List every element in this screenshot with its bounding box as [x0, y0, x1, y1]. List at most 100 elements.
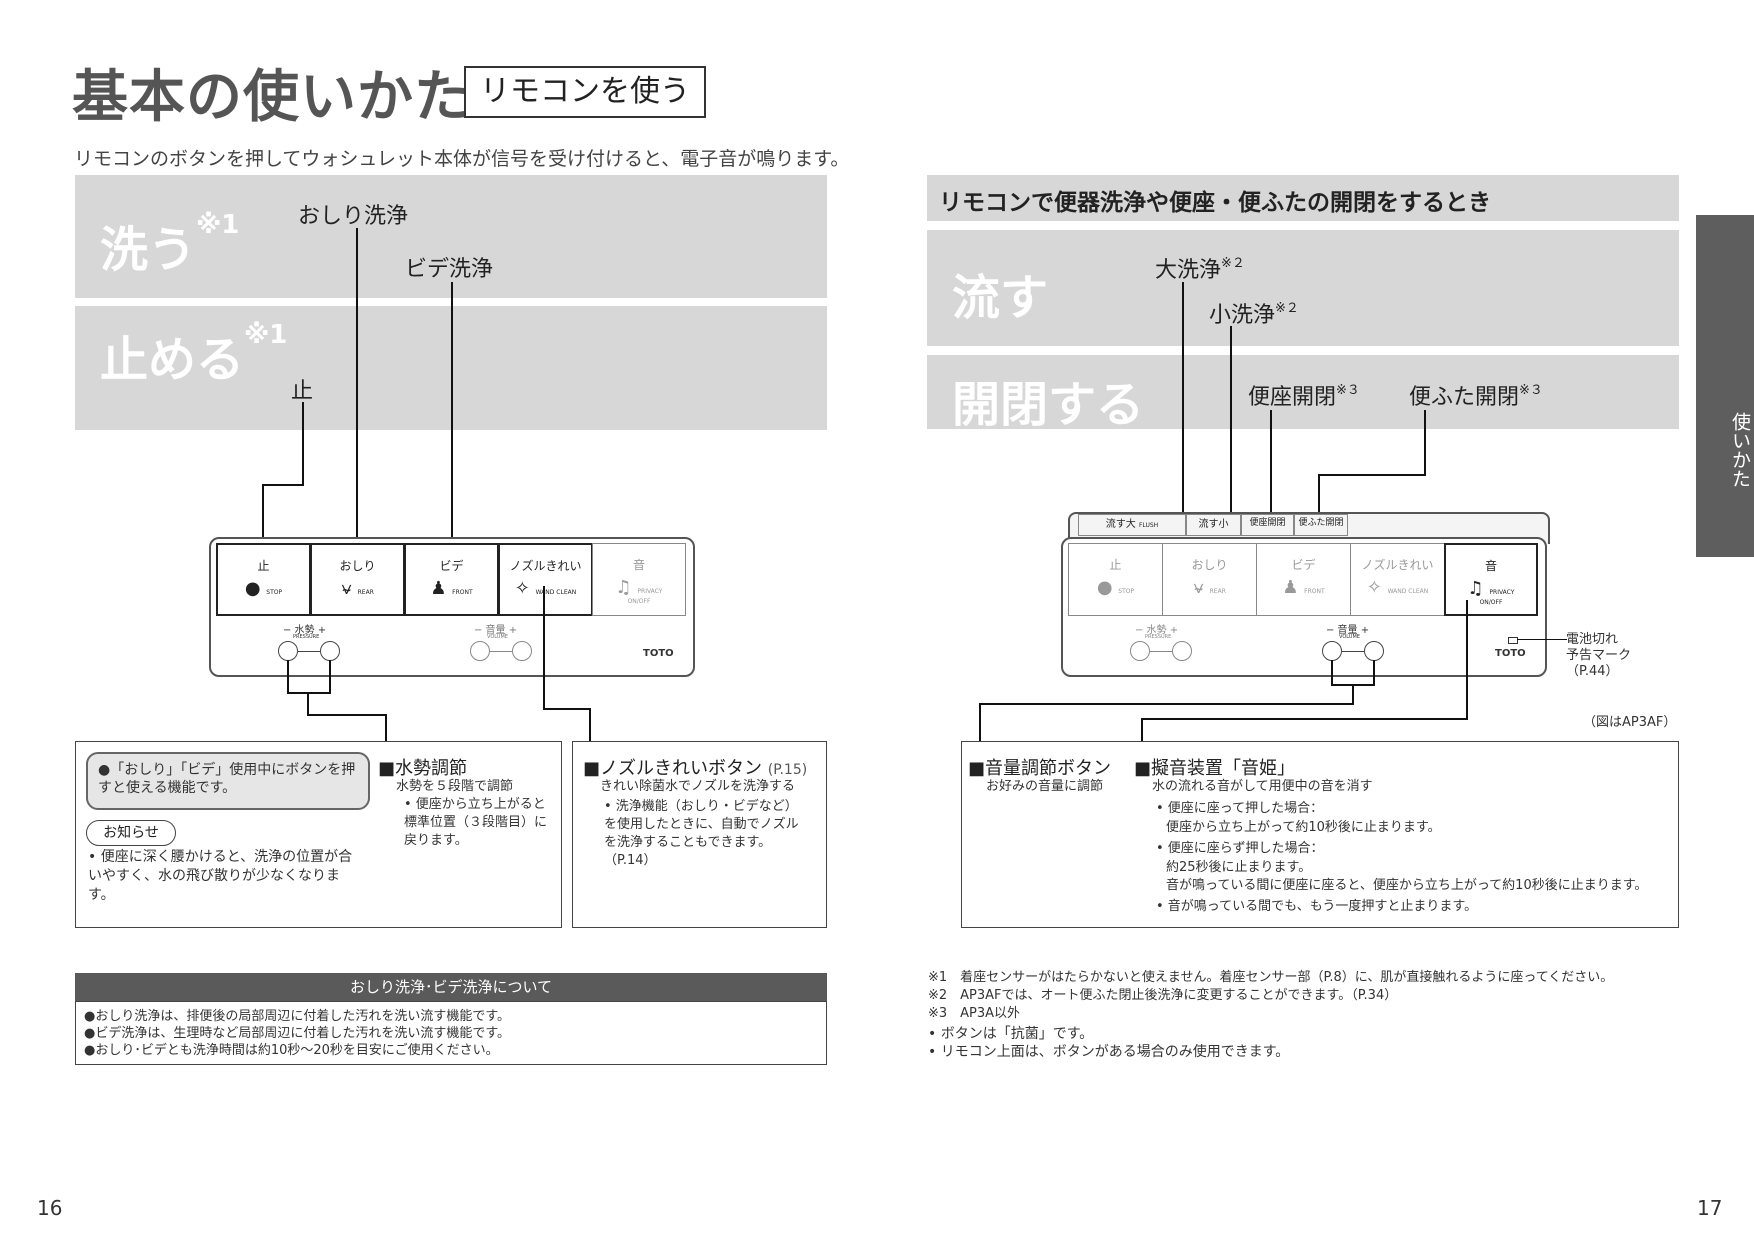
privacy-sub: PRIVACY — [637, 588, 663, 595]
wand-clean-button[interactable]: ノズルきれい ✧ WAND CLEAN — [498, 543, 593, 616]
wand-clean-icon-right: ✧ WAND CLEAN — [1366, 577, 1429, 598]
wand-lead-a — [543, 586, 545, 710]
wand-clean-button-right[interactable]: ノズルきれい ✧ WAND CLEAN — [1350, 543, 1445, 616]
leader-lid-h — [1318, 474, 1426, 476]
large-flush-button-label: 流す大 — [1105, 519, 1136, 530]
chapter-side-tab-label: 使いかた — [1729, 412, 1751, 488]
lid-open-text: 便ふた開閉 — [1409, 385, 1520, 410]
chapter-side-tab[interactable]: 使いかた — [1696, 215, 1754, 557]
seat-open-mark: ※３ — [1336, 383, 1360, 398]
front-spray-icon: ♟ FRONT — [430, 578, 473, 599]
rear-wash-button[interactable]: おしり ⍱ REAR — [310, 543, 405, 616]
front-spray-icon-right: ♟ FRONT — [1282, 577, 1325, 598]
pressure-minus-right[interactable] — [1130, 641, 1150, 661]
pressure-connector — [298, 651, 320, 652]
large-flush-mark: ※２ — [1221, 256, 1245, 271]
wash-mark: ※1 — [196, 210, 240, 240]
privacy-label-right: 音 — [1484, 559, 1497, 573]
pressure-plus-button[interactable] — [320, 641, 340, 661]
leader-oshiri — [356, 228, 358, 543]
wand-clean-icon: ✧ WAND CLEAN — [514, 578, 577, 599]
privacy-label: 音 — [632, 558, 645, 572]
pressure-en: PRESSURE — [293, 634, 320, 640]
open-close-word: 開閉する — [952, 377, 1145, 433]
brand-logo-right: TOTO — [1495, 648, 1526, 659]
front-wash-button-right[interactable]: ビデ ♟ FRONT — [1256, 543, 1351, 616]
front-button-sub: FRONT — [452, 589, 473, 596]
volume-heading: ■音量調節ボタン — [968, 758, 1112, 779]
right-section-header: リモコンで便器洗浄や便座・便ふたの開閉をするとき — [927, 175, 1679, 221]
stop-button-label: 止 — [257, 559, 270, 573]
leader-stop-v2 — [262, 484, 264, 543]
volume-minus-button[interactable] — [470, 641, 490, 661]
volume-plus-button[interactable] — [512, 641, 532, 661]
volume-plus-right[interactable] — [1364, 641, 1384, 661]
wand-ref[interactable]: (P.15) — [767, 762, 808, 778]
stop-label-right: 止 — [1109, 558, 1122, 572]
wand-heading: ■ノズルきれいボタン (P.15) — [583, 754, 807, 780]
leader-lid-v2 — [1318, 474, 1320, 514]
small-flush-button[interactable]: 流す小 — [1186, 514, 1241, 536]
rear-button-label: おしり — [339, 559, 376, 573]
wand-label-right: ノズルきれい — [1361, 558, 1434, 572]
privacy-line-2: 便座から立ち上がって約10秒後に止まります。 — [1166, 820, 1441, 835]
lid-open-button[interactable]: 便ふた開閉 — [1294, 514, 1348, 536]
wand-lead-b — [543, 708, 591, 710]
stop-button-right[interactable]: 止 ● STOP — [1068, 543, 1163, 616]
about-line-1: ●おしり洗浄は、排便後の局部周辺に付着した汚れを洗い流す機能です。 — [84, 1009, 511, 1024]
bidet-wash-label: ビデ洗浄 — [405, 257, 494, 282]
pressure-lead-a — [287, 660, 289, 694]
small-flush-label: 小洗浄※２ — [1209, 297, 1299, 329]
leader-lid-v1 — [1424, 410, 1426, 476]
figure-note: （図はAP3AF） — [1583, 715, 1677, 730]
privacy-sub-right: PRIVACY — [1489, 589, 1515, 596]
leader-stop-v1 — [302, 402, 304, 486]
function-note — [86, 752, 370, 810]
function-note-text: ●「おしり」「ビデ」使用中にボタンを押すと使える機能です。 — [98, 762, 356, 796]
rear-sub-right: REAR — [1209, 588, 1226, 595]
privacy-sub: 水の流れる音がして用便中の音を消す — [1152, 779, 1373, 794]
music-note-icon-right: ♫ PRIVACY — [1467, 578, 1515, 599]
pressure-plus-right[interactable] — [1172, 641, 1192, 661]
seat-open-button[interactable]: 便座開閉 — [1241, 514, 1294, 536]
pressure-minus-button[interactable] — [278, 641, 298, 661]
right-section-header-text: リモコンで便器洗浄や便座・便ふたの開閉をするとき — [939, 190, 1491, 216]
volume-label-right: − 音量 + — [1326, 625, 1370, 636]
leader-small — [1230, 326, 1232, 514]
about-box — [75, 1001, 827, 1065]
battery-text-1: 電池切れ — [1566, 632, 1619, 647]
volume-connector-right — [1342, 651, 1364, 652]
music-note-icon: ♫ PRIVACY — [615, 577, 663, 598]
volume-lead-c — [1352, 684, 1354, 705]
pressure-lead-b — [329, 660, 331, 694]
volume-lead-b — [1373, 660, 1375, 686]
wand-clean-sub: WAND CLEAN — [535, 589, 577, 596]
privacy-lead-b — [1141, 718, 1468, 720]
front-sub-right: FRONT — [1304, 588, 1325, 595]
leader-large — [1182, 282, 1184, 514]
stop-button[interactable]: 止 ● STOP — [216, 543, 311, 616]
brand-logo: TOTO — [643, 648, 674, 659]
lid-open-mark: ※３ — [1519, 383, 1543, 398]
large-flush-text: 大洗浄 — [1155, 258, 1222, 283]
wand-bullet: • 洗浄機能（おしり・ビデなど）を使用したときに、自動でノズルを洗浄することもで… — [604, 799, 799, 868]
footnote-1: ※1 着座センサーがはたらかないと使えません。着座センサー部（P.8）に、肌が直… — [928, 970, 1614, 985]
privacy-button-right[interactable]: 音 ♫ PRIVACY ON/OFF — [1444, 543, 1538, 616]
pressure-lead-h — [287, 692, 331, 694]
privacy-line-5: 音が鳴っている間に便座に座ると、便座から立ち上がって約10秒後に止まります。 — [1166, 878, 1648, 893]
volume-sub: お好みの音量に調節 — [986, 779, 1104, 794]
sound-info-box — [961, 741, 1679, 928]
volume-lead-d — [979, 703, 1354, 705]
volume-minus-right[interactable] — [1322, 641, 1342, 661]
rear-wash-button-right[interactable]: おしり ⍱ REAR — [1162, 543, 1257, 616]
stop-sub-right: STOP — [1118, 588, 1135, 595]
stop-label: 止 — [291, 379, 314, 404]
pressure-lead-d — [307, 714, 387, 716]
wash-band — [75, 175, 827, 298]
flush-band — [927, 230, 1679, 346]
intro-text: リモコンのボタンを押してウォシュレット本体が信号を受け付けると、電子音が鳴ります… — [74, 148, 850, 170]
privacy-button[interactable]: 音 ♫ PRIVACY ON/OFF — [592, 543, 686, 616]
battery-lead — [1517, 639, 1567, 640]
large-flush-button[interactable]: 流す大 FLUSH — [1078, 514, 1186, 536]
front-wash-button[interactable]: ビデ ♟ FRONT — [404, 543, 499, 616]
